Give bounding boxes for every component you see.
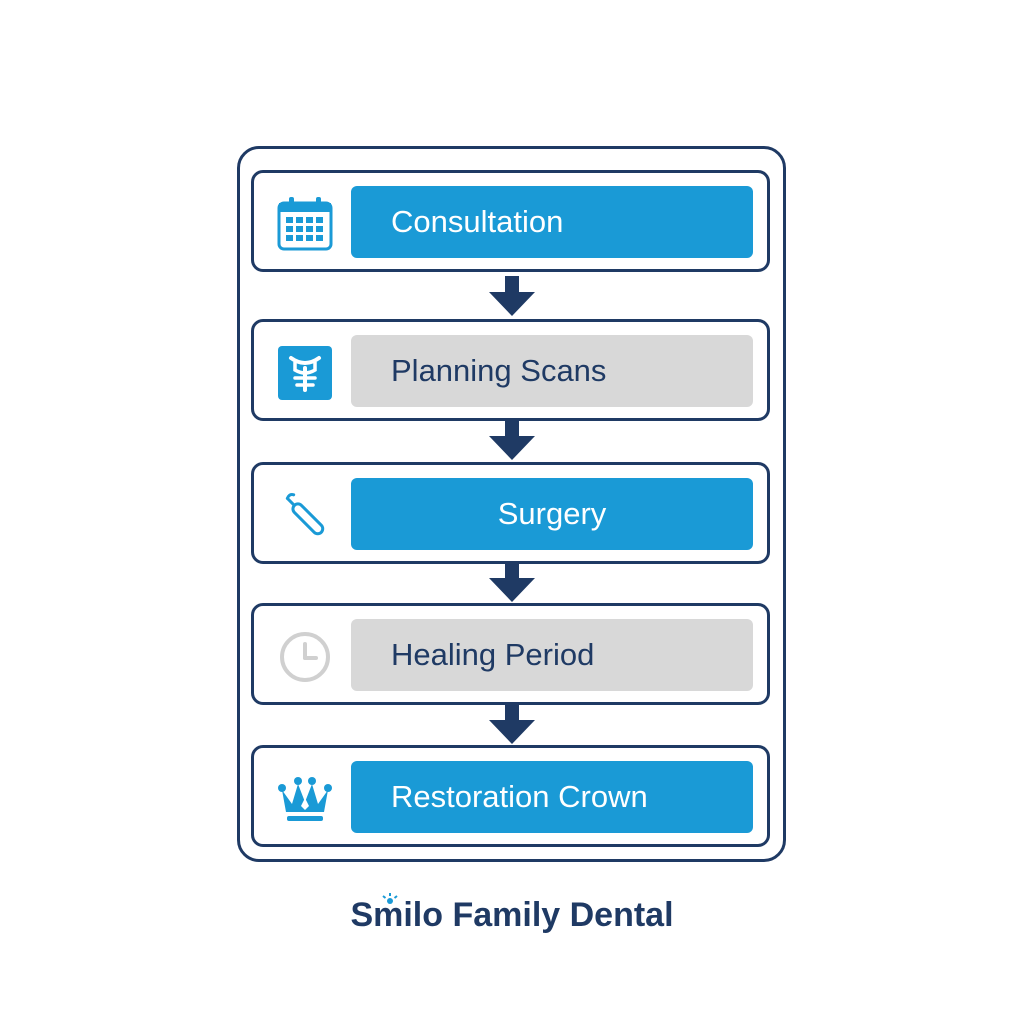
step-healing-period: Healing Period: [251, 603, 770, 705]
brand-name: Smilo Family Dental: [350, 896, 674, 934]
tooth-scan-icon: [274, 342, 336, 404]
calendar-icon: [274, 193, 336, 255]
arrow-down-icon: [489, 562, 535, 602]
step-planning-scans: Planning Scans: [251, 319, 770, 421]
dental-tool-icon: [274, 485, 336, 547]
arrow-down-icon: [489, 276, 535, 316]
step-label: Surgery: [351, 478, 753, 550]
step-label: Planning Scans: [351, 335, 753, 407]
arrow-down-icon: [489, 420, 535, 460]
crown-icon: [274, 768, 336, 830]
step-label: Restoration Crown: [351, 761, 753, 833]
step-label: Healing Period: [351, 619, 753, 691]
step-restoration-crown: Restoration Crown: [251, 745, 770, 847]
step-label: Consultation: [351, 186, 753, 258]
step-consultation: Consultation: [251, 170, 770, 272]
clock-icon: [274, 626, 336, 688]
step-surgery: Surgery: [251, 462, 770, 564]
arrow-down-icon: [489, 704, 535, 744]
sparkle-icon: [382, 893, 398, 904]
